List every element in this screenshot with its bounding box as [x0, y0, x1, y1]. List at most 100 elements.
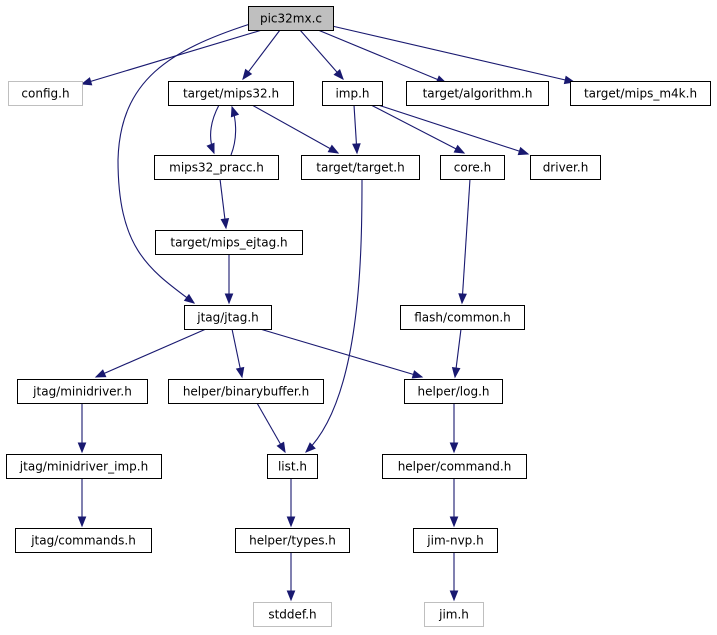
edge-pic32mx-to-mips_m4k [331, 25, 576, 85]
node-box [235, 528, 350, 553]
node-label: mips32_pracc.h [169, 161, 264, 175]
node-box [406, 81, 549, 106]
node-label: jim-nvp.h [426, 534, 483, 548]
arrowhead [230, 105, 240, 118]
node-label: jtag/minidriver_imp.h [19, 460, 148, 474]
node-stddef: stddef.h [253, 602, 332, 627]
node-label: pic32mx.c [260, 12, 322, 26]
edges-layer [77, 23, 576, 602]
arrowhead [327, 144, 340, 154]
edge-mips32-to-pracc [206, 104, 220, 155]
node-command[interactable]: helper/command.h [382, 454, 527, 479]
node-algorithm[interactable]: target/algorithm.h [406, 81, 549, 106]
edge-imp-to-driver [377, 104, 530, 156]
node-label: list.h [278, 460, 307, 474]
node-label: jim.h [438, 608, 469, 622]
node-label: target/algorithm.h [423, 87, 533, 101]
node-label: imp.h [335, 87, 369, 101]
node-label: stddef.h [268, 608, 316, 622]
edge-jtag-to-log [259, 328, 424, 379]
edge-imp-to-core [370, 104, 466, 154]
node-log[interactable]: helper/log.h [404, 379, 503, 404]
arrowhead [458, 293, 467, 305]
edge-line [461, 178, 471, 304]
node-minidriver[interactable]: jtag/minidriver.h [17, 379, 148, 404]
edge-target-to-list [305, 178, 363, 453]
node-list[interactable]: list.h [267, 454, 318, 479]
nodes-layer: pic32mx.c config.h target/mips32.h imp.h tar… [6, 6, 711, 627]
edge-minidriver-to-minidriver_imp [77, 403, 87, 454]
node-box [8, 81, 83, 106]
edge-line [95, 328, 207, 378]
node-label: flash/common.h [414, 311, 511, 325]
edge-log-to-command [449, 403, 459, 454]
arrowhead [183, 293, 196, 304]
edge-pracc-to-ejtag [219, 178, 230, 230]
arrowhead [352, 143, 361, 155]
node-box [168, 81, 294, 106]
node-box [155, 230, 303, 255]
node-jtag[interactable]: jtag/jtag.h [184, 305, 272, 330]
node-box [15, 528, 152, 553]
node-box [400, 305, 525, 330]
arrowhead [411, 370, 424, 379]
node-box [184, 305, 272, 330]
node-label: target/mips32.h [183, 87, 279, 101]
node-box [17, 379, 148, 404]
node-label: helper/log.h [417, 385, 489, 399]
node-label: helper/types.h [249, 534, 336, 548]
arrowhead [453, 144, 466, 154]
arrowhead [451, 367, 461, 379]
edge-pracc-to-mips32 [230, 105, 240, 156]
node-jimnvp[interactable]: jim-nvp.h [413, 528, 498, 553]
node-minidriver_imp[interactable]: jtag/minidriver_imp.h [6, 454, 162, 479]
node-flashcommon[interactable]: flash/common.h [400, 305, 525, 330]
edge-line [305, 178, 363, 453]
node-target[interactable]: target/target.h [301, 155, 420, 180]
node-box [253, 602, 332, 627]
node-binarybuffer[interactable]: helper/binarybuffer.h [168, 379, 324, 404]
node-pracc[interactable]: mips32_pracc.h [154, 155, 279, 180]
arrowhead [333, 68, 344, 81]
node-types[interactable]: helper/types.h [235, 528, 350, 553]
node-pic32mx: pic32mx.c [248, 6, 334, 31]
node-mips_m4k[interactable]: target/mips_m4k.h [570, 81, 711, 106]
arrowhead [224, 293, 234, 305]
node-label: core.h [454, 161, 491, 175]
edge-line [117, 23, 251, 304]
arrowhead [449, 516, 459, 528]
node-commands[interactable]: jtag/commands.h [15, 528, 152, 553]
node-label: config.h [21, 87, 69, 101]
node-label: driver.h [543, 161, 589, 175]
arrowhead [94, 369, 107, 378]
node-core[interactable]: core.h [440, 155, 505, 180]
edge-command-to-jimnvp [449, 478, 459, 528]
node-label: jtag/minidriver.h [32, 385, 132, 399]
node-label: target/mips_m4k.h [584, 87, 697, 101]
node-driver[interactable]: driver.h [530, 155, 601, 180]
arrowhead [276, 441, 286, 454]
edge-line [299, 29, 344, 80]
node-ejtag[interactable]: target/mips_ejtag.h [155, 230, 303, 255]
node-box [570, 81, 711, 106]
edge-jtag-to-binarybuffer [231, 328, 245, 379]
node-box [301, 155, 420, 180]
node-imp[interactable]: imp.h [322, 81, 383, 106]
edge-binarybuffer-to-list [256, 402, 286, 454]
node-label: target/target.h [316, 161, 404, 175]
edge-pic32mx-to-jtag [117, 23, 251, 304]
arrowhead [517, 146, 530, 156]
arrowhead [286, 516, 296, 528]
arrowhead [449, 590, 459, 602]
node-box [382, 454, 527, 479]
node-mips32[interactable]: target/mips32.h [168, 81, 294, 106]
node-box [322, 81, 383, 106]
arrowhead [80, 77, 93, 86]
edge-line [81, 29, 263, 85]
edge-line [242, 29, 281, 80]
node-jim: jim.h [424, 602, 484, 627]
node-box [154, 155, 279, 180]
edge-pic32mx-to-imp [299, 29, 344, 81]
edge-line [251, 104, 339, 154]
